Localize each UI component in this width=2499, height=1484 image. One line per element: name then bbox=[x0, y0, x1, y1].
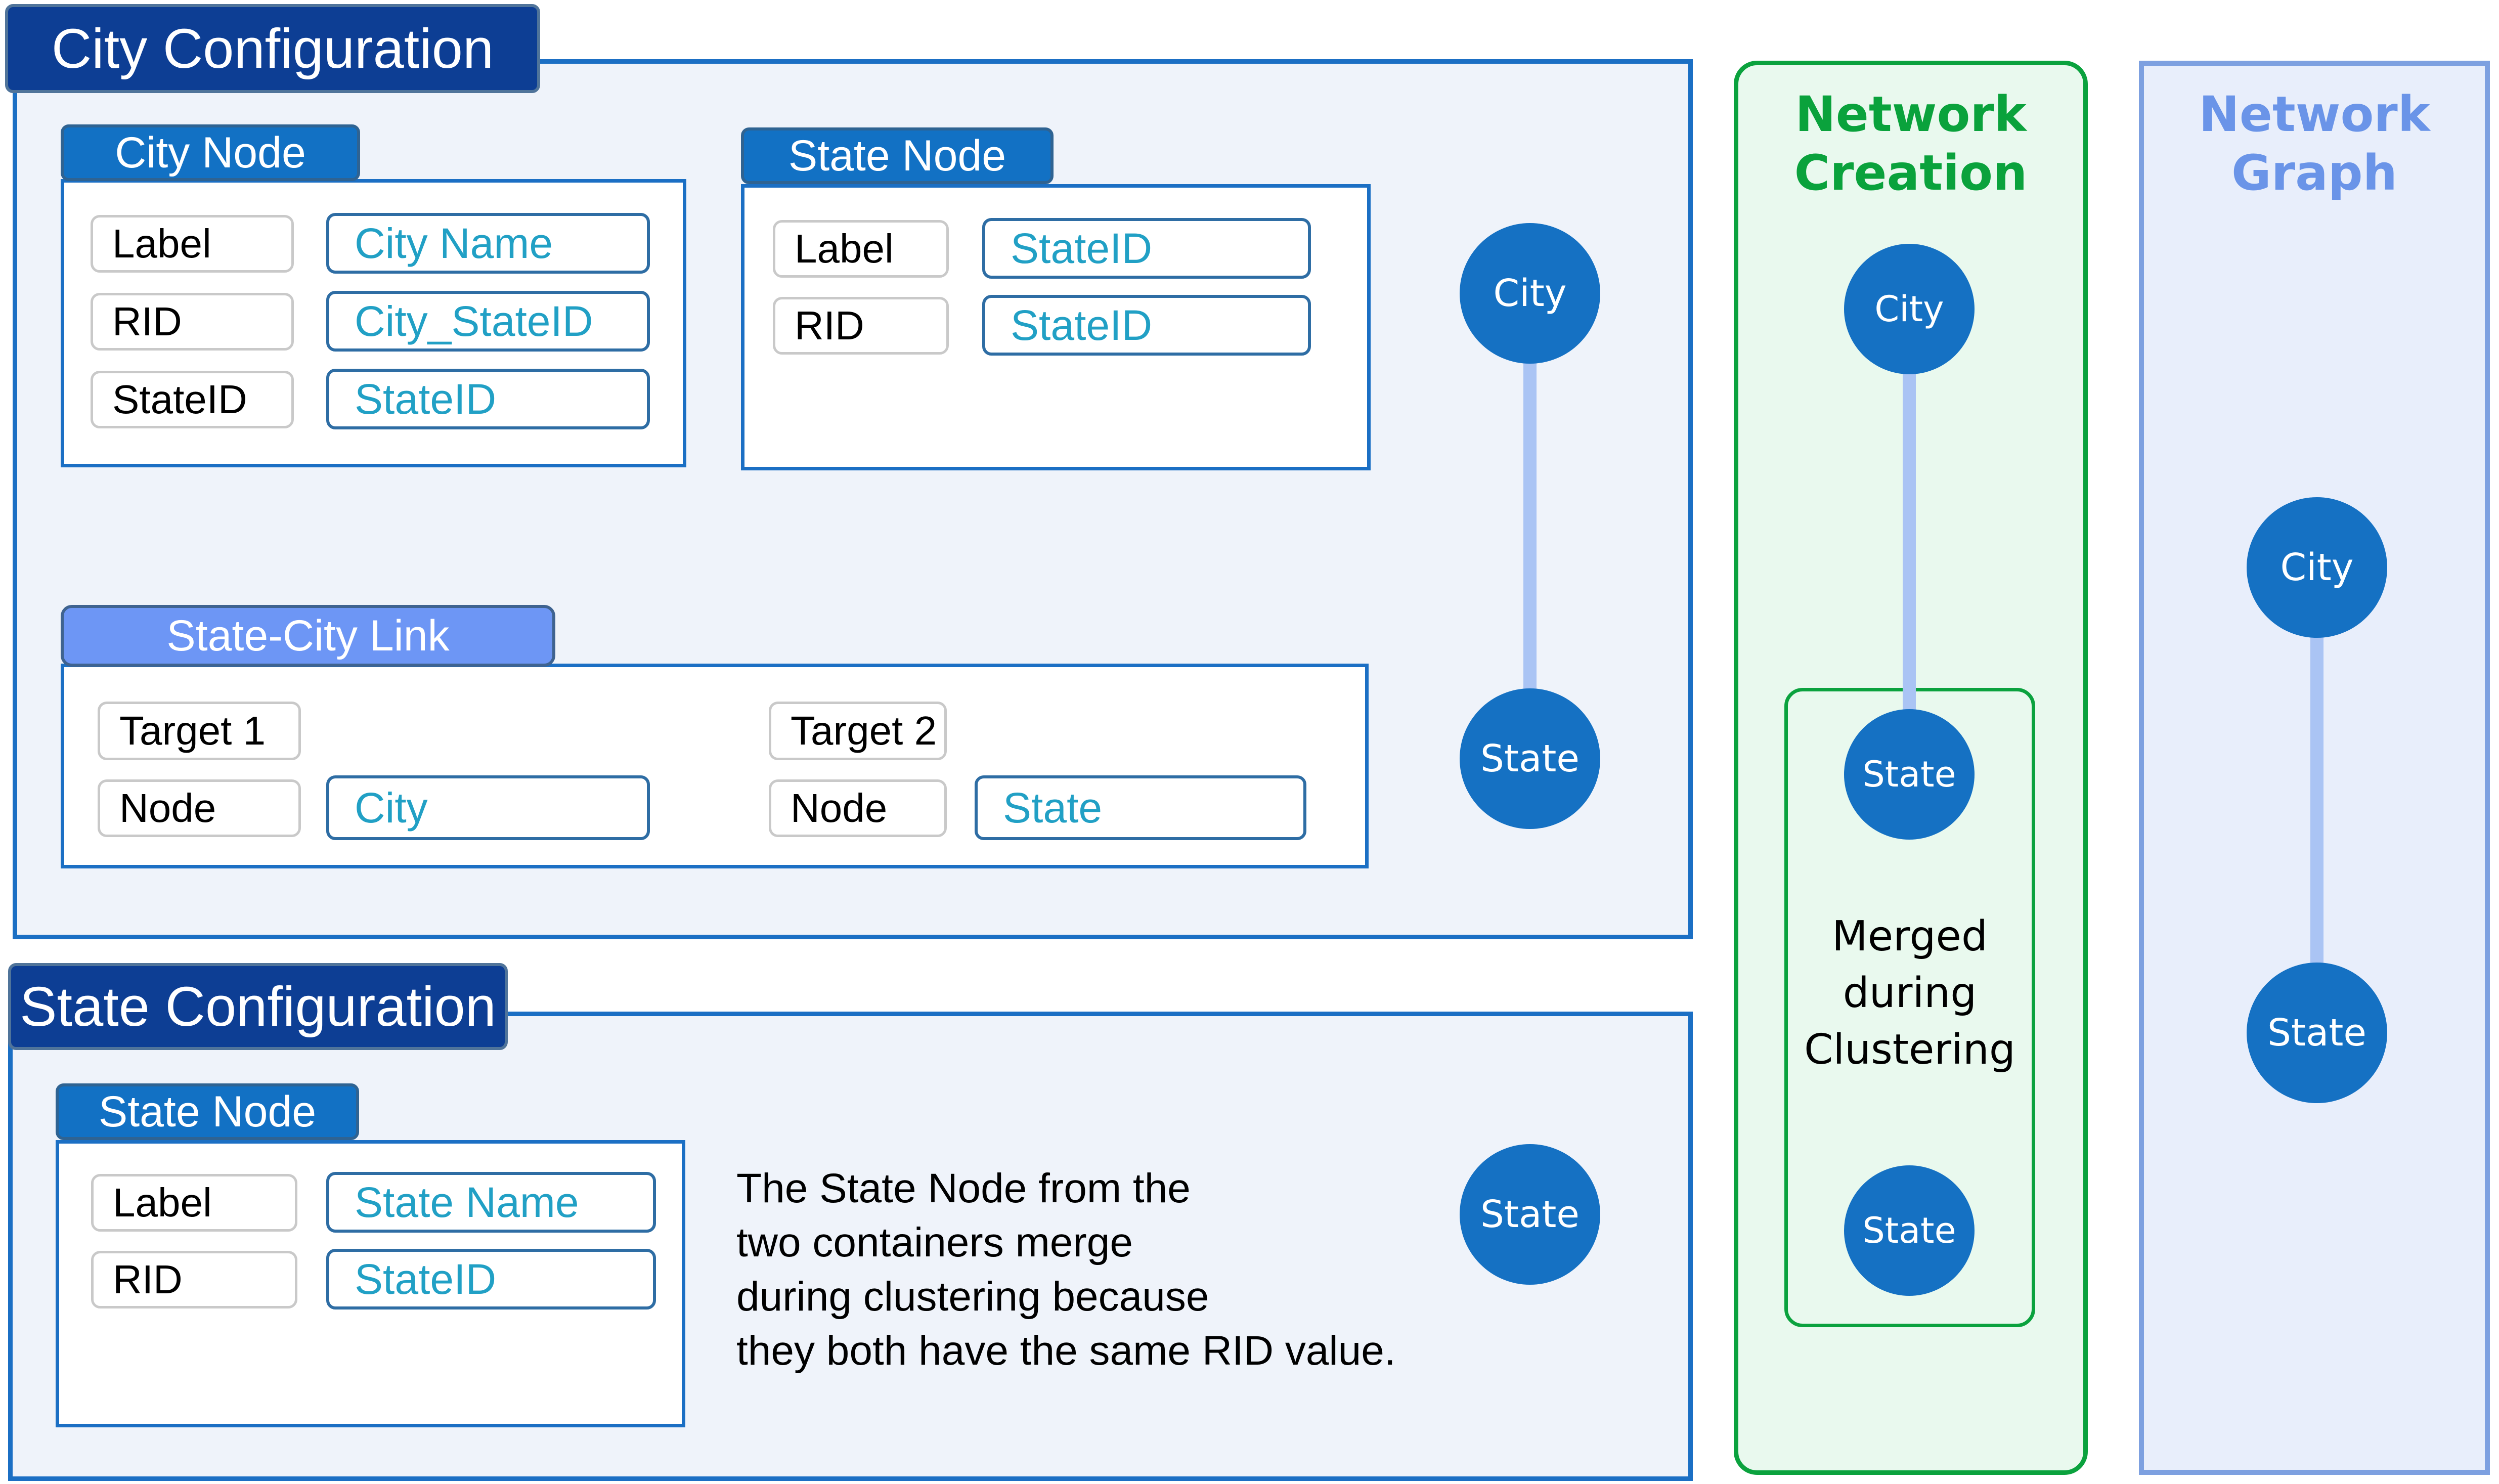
field-value-box: City Name bbox=[326, 213, 650, 274]
field-value-box: State Name bbox=[326, 1172, 656, 1233]
city-configuration-title: City Configuration bbox=[51, 17, 494, 80]
field-value-box: City_StateID bbox=[326, 291, 650, 352]
city-node-box: Label City Name RID City_StateID StateID… bbox=[61, 179, 686, 467]
target-label: Target 2 bbox=[791, 708, 937, 753]
field-value: City_StateID bbox=[355, 297, 593, 345]
field-value-box: StateID bbox=[326, 1249, 656, 1310]
state-node-circle: State bbox=[1844, 1165, 1975, 1296]
title-line: Graph bbox=[2231, 145, 2397, 201]
target-label: Target 1 bbox=[119, 708, 266, 753]
title-line: Network bbox=[2199, 86, 2430, 143]
merge-note-line: The State Node from the bbox=[736, 1165, 1191, 1211]
field-label: RID bbox=[795, 303, 864, 348]
field-value: StateID bbox=[355, 375, 497, 423]
field-value: State Name bbox=[355, 1178, 579, 1226]
target2-node-value-box: State bbox=[975, 775, 1306, 840]
title-line: Creation bbox=[1794, 145, 2028, 201]
state-node-circle: State bbox=[1844, 709, 1975, 840]
node-value: City bbox=[355, 783, 428, 832]
city-node-circle: City bbox=[1460, 223, 1600, 364]
field-label: Label bbox=[113, 1180, 212, 1225]
circle-label: State bbox=[1862, 1210, 1956, 1251]
state-node-circle: State bbox=[2247, 963, 2387, 1103]
state-city-link-title: State-City Link bbox=[166, 611, 450, 660]
state-node-top-tab: State Node bbox=[741, 127, 1054, 184]
merge-note-line: they both have the same RID value. bbox=[736, 1328, 1396, 1374]
caption-line: during bbox=[1843, 969, 1977, 1017]
target2-label-box: Target 2 bbox=[769, 702, 947, 760]
field-label: RID bbox=[113, 1257, 183, 1302]
state-city-link-box: Target 1 Node City Target 2 Node State bbox=[61, 664, 1369, 868]
field-label-box: StateID bbox=[91, 371, 294, 428]
field-value-box: StateID bbox=[326, 369, 650, 429]
circle-label: City bbox=[2280, 546, 2354, 589]
circle-label: State bbox=[1862, 754, 1956, 795]
state-node-bottom-title: State Node bbox=[98, 1087, 317, 1136]
field-label-box: Label bbox=[773, 220, 949, 278]
field-value-box: StateID bbox=[982, 218, 1311, 279]
city-node-circle: City bbox=[2247, 497, 2387, 638]
field-value: StateID bbox=[1011, 224, 1153, 272]
field-label: StateID bbox=[112, 377, 247, 422]
edge-line bbox=[1523, 293, 1537, 759]
field-label: Label bbox=[112, 221, 211, 266]
caption-line: Clustering bbox=[1804, 1026, 2015, 1074]
target2-node-label-box: Node bbox=[769, 779, 947, 837]
circle-label: State bbox=[2267, 1011, 2366, 1055]
merged-caption: Merged during Clustering bbox=[1784, 908, 2035, 1078]
field-label-box: RID bbox=[91, 1251, 297, 1308]
merge-note-line: two containers merge bbox=[736, 1219, 1133, 1265]
circle-label: City bbox=[1874, 288, 1944, 330]
field-label: RID bbox=[112, 299, 182, 344]
city-node-circle: City bbox=[1844, 244, 1975, 374]
field-value: StateID bbox=[355, 1255, 497, 1303]
field-label-box: Label bbox=[91, 215, 294, 273]
city-configuration-tab: City Configuration bbox=[5, 4, 540, 93]
network-creation-title: Network Creation bbox=[1734, 85, 2088, 202]
circle-label: State bbox=[1480, 737, 1580, 780]
field-label-box: RID bbox=[773, 297, 949, 355]
state-node-bottom-box: Label State Name RID StateID bbox=[56, 1140, 685, 1427]
circle-label: City bbox=[1493, 272, 1567, 315]
node-label: Node bbox=[791, 785, 888, 831]
node-label: Node bbox=[119, 785, 216, 831]
target1-node-label-box: Node bbox=[98, 779, 301, 837]
merge-note: The State Node from the two containers m… bbox=[736, 1161, 1596, 1378]
field-label-box: RID bbox=[91, 293, 294, 351]
edge-line bbox=[1903, 309, 1916, 774]
target1-label-box: Target 1 bbox=[98, 702, 301, 760]
field-label-box: Label bbox=[91, 1174, 297, 1232]
title-line: Network bbox=[1795, 86, 2027, 143]
city-node-tab: City Node bbox=[61, 124, 360, 181]
state-configuration-tab: State Configuration bbox=[8, 963, 508, 1050]
field-value: StateID bbox=[1011, 301, 1153, 349]
state-node-top-title: State Node bbox=[788, 131, 1006, 180]
state-node-circle: State bbox=[1460, 688, 1600, 829]
merge-note-line: during clustering because bbox=[736, 1274, 1209, 1320]
field-label: Label bbox=[795, 226, 894, 271]
caption-line: Merged bbox=[1831, 912, 1988, 961]
field-value-box: StateID bbox=[982, 295, 1311, 356]
node-value: State bbox=[1003, 783, 1103, 832]
target1-node-value-box: City bbox=[326, 775, 650, 840]
state-configuration-title: State Configuration bbox=[20, 975, 496, 1038]
circle-label: State bbox=[1480, 1193, 1580, 1236]
edge-line bbox=[2310, 568, 2323, 1033]
city-node-title: City Node bbox=[115, 128, 306, 177]
state-node-circle: State bbox=[1460, 1144, 1600, 1285]
network-graph-title: Network Graph bbox=[2139, 85, 2490, 202]
state-city-link-tab: State-City Link bbox=[61, 605, 555, 667]
state-node-bottom-tab: State Node bbox=[56, 1083, 359, 1140]
field-value: City Name bbox=[355, 219, 553, 267]
state-node-top-box: Label StateID RID StateID bbox=[741, 184, 1371, 470]
